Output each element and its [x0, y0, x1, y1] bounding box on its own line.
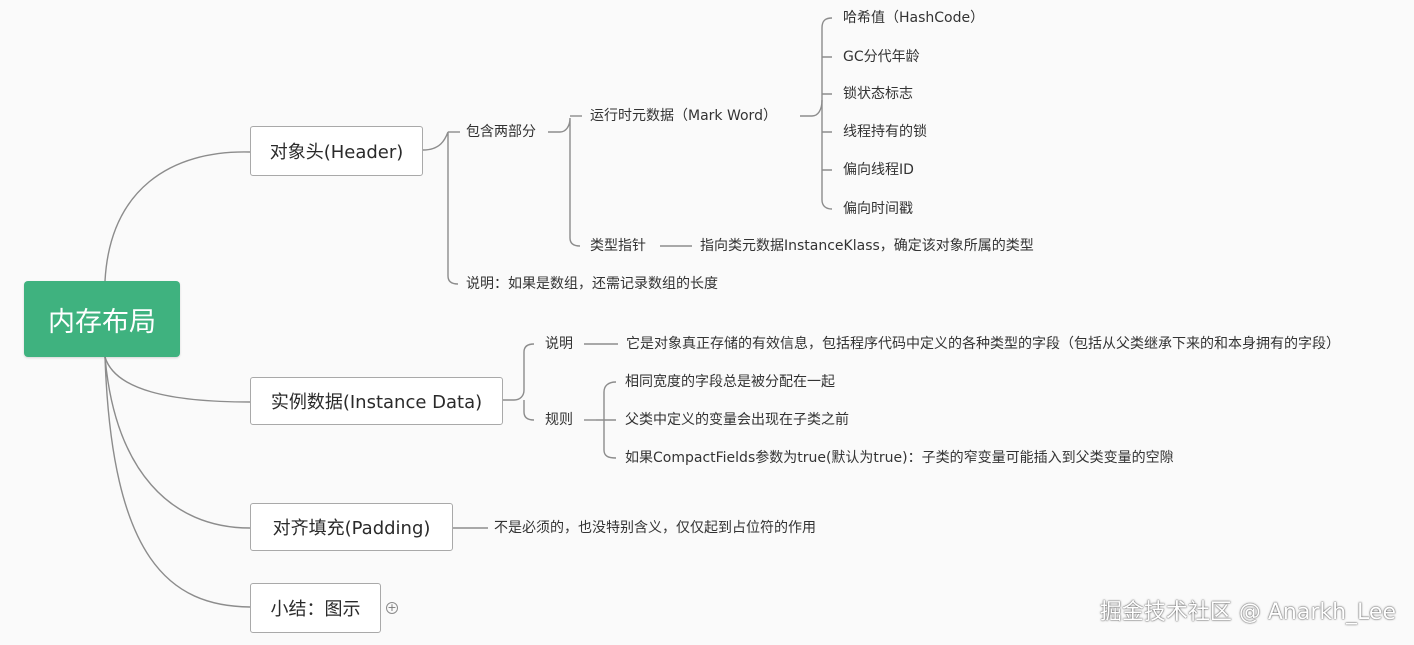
padding-node[interactable]: 对齐填充(Padding) — [250, 503, 453, 551]
mark-word-item-lock-flag[interactable]: 锁状态标志 — [843, 86, 913, 102]
type-pointer-desc[interactable]: 指向类元数据InstanceKlass，确定该对象所属的类型 — [700, 238, 1034, 254]
connector-contains-bracket — [548, 117, 581, 247]
header-node[interactable]: 对象头(Header) — [250, 126, 423, 176]
instance-desc[interactable]: 它是对象真正存储的有效信息，包括程序代码中定义的各种类型的字段（包括从父类继承下… — [626, 336, 1340, 352]
connector-root-summary — [104, 356, 251, 608]
instance-rule-3[interactable]: 如果CompactFields参数为true(默认为true)：子类的窄变量可能… — [625, 450, 1174, 466]
connector-header-bracket — [422, 131, 459, 285]
header-label: 对象头(Header) — [269, 142, 404, 163]
connector-rules-bracket — [596, 381, 617, 459]
type-pointer-label[interactable]: 类型指针 — [590, 238, 646, 254]
summary-label: 小结：图示 — [270, 599, 361, 620]
mark-word-label[interactable]: 运行时元数据（Mark Word） — [590, 108, 777, 124]
connector-markword-items — [822, 56, 832, 171]
padding-label: 对齐填充(Padding) — [272, 518, 431, 539]
root-node[interactable]: 内存布局 — [24, 281, 180, 357]
connector-root-instance — [104, 356, 251, 403]
connector-root-header — [104, 151, 251, 282]
instance-rule-2[interactable]: 父类中定义的变量会出现在子类之前 — [625, 412, 849, 428]
watermark: 掘金技术社区 @ Anarkh_Lee — [1099, 600, 1396, 625]
connector-instance-bracket — [503, 343, 535, 421]
root-label: 内存布局 — [48, 306, 156, 338]
mark-word-item-hashcode[interactable]: 哈希值（HashCode） — [843, 10, 985, 26]
connector-root-padding — [104, 356, 251, 529]
instance-rule-1[interactable]: 相同宽度的字段总是被分配在一起 — [625, 374, 835, 390]
connector-markword-stub — [811, 99, 823, 117]
mark-word-item-gc-age[interactable]: GC分代年龄 — [843, 49, 920, 65]
connector-markword-bracket — [800, 17, 833, 210]
mark-word-item-thread-lock[interactable]: 线程持有的锁 — [843, 124, 927, 140]
instance-data-node[interactable]: 实例数据(Instance Data) — [250, 377, 503, 425]
mark-word-item-bias-time[interactable]: 偏向时间戳 — [843, 201, 913, 217]
header-contains-label[interactable]: 包含两部分 — [466, 124, 536, 140]
expand-icon[interactable]: + — [386, 601, 398, 614]
mark-word-item-bias-thread[interactable]: 偏向线程ID — [843, 162, 914, 178]
summary-node[interactable]: 小结：图示 — [250, 583, 381, 633]
padding-desc[interactable]: 不是必须的，也没特别含义，仅仅起到占位符的作用 — [494, 520, 816, 536]
instance-rules-label[interactable]: 规则 — [545, 412, 573, 428]
header-note[interactable]: 说明：如果是数组，还需记录数组的长度 — [466, 276, 718, 292]
instance-desc-label[interactable]: 说明 — [545, 336, 573, 352]
instance-data-label: 实例数据(Instance Data) — [270, 392, 483, 413]
